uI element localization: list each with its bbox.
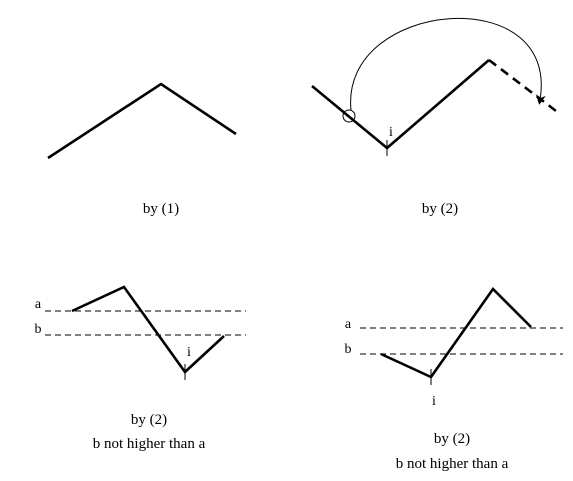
panel-bottom-right: a b i by (2) b not higher than a: [345, 286, 563, 472]
move-arc-arrow: [350, 17, 546, 111]
moved-segment-dashed: [488, 58, 561, 116]
caption-panel-2: by (2): [422, 201, 458, 217]
subcaption-panel-4: b not higher than a: [396, 456, 509, 472]
marker-i: i: [389, 125, 393, 140]
caption-panel-3: by (2): [131, 412, 167, 428]
path-polyline: [71, 285, 225, 374]
marker-i: i: [187, 345, 191, 360]
path-polyline: [380, 286, 532, 379]
level-a-label: a: [345, 317, 352, 332]
valley-polyline: [311, 59, 490, 150]
panel-bottom-left: a b i by (2) b not higher than a: [35, 285, 246, 452]
origin-circle: [342, 109, 356, 123]
panel-top-left: by (1): [47, 82, 237, 217]
level-b-label: b: [35, 322, 42, 337]
level-b-label: b: [345, 342, 352, 357]
caption-panel-1: by (1): [143, 201, 179, 217]
subcaption-panel-3: b not higher than a: [93, 436, 206, 452]
peak-polyline: [47, 82, 237, 160]
panel-top-right: i by (2): [311, 17, 561, 217]
caption-panel-4: by (2): [434, 431, 470, 447]
level-a-label: a: [35, 297, 42, 312]
marker-i: i: [432, 394, 436, 409]
